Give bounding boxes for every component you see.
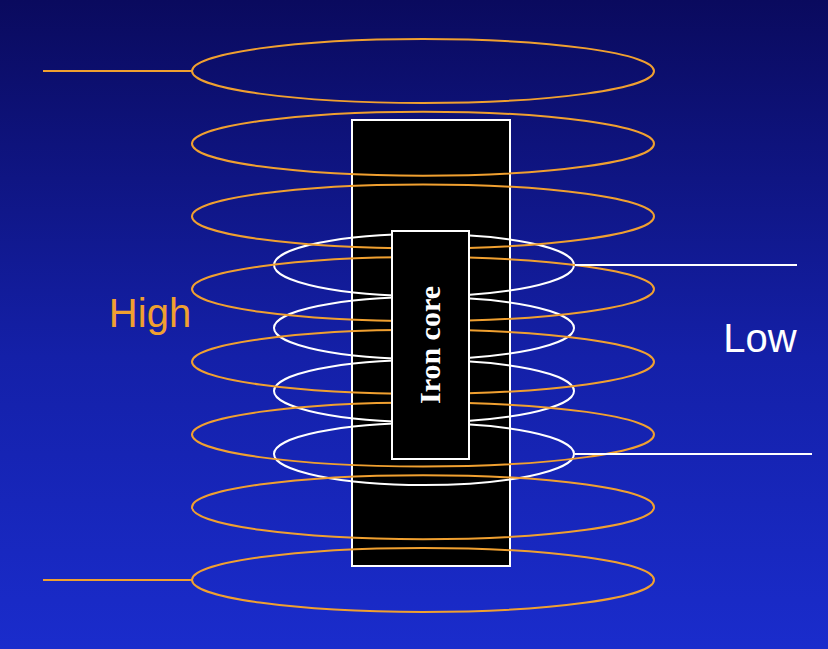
coil-winding <box>192 548 654 612</box>
core-label: Iron core <box>414 286 448 404</box>
core-block <box>352 120 510 566</box>
low-lead <box>575 264 797 266</box>
coil-winding <box>192 112 654 176</box>
coil-winding <box>192 475 654 539</box>
high-lead <box>43 579 192 581</box>
coil-winding <box>192 39 654 103</box>
low-label: Low <box>723 316 796 361</box>
high-coil <box>192 39 654 612</box>
high-label: High <box>109 291 191 336</box>
low-lead <box>575 453 812 455</box>
iron-core-box: Iron core <box>391 230 470 460</box>
high-lead <box>43 70 192 72</box>
